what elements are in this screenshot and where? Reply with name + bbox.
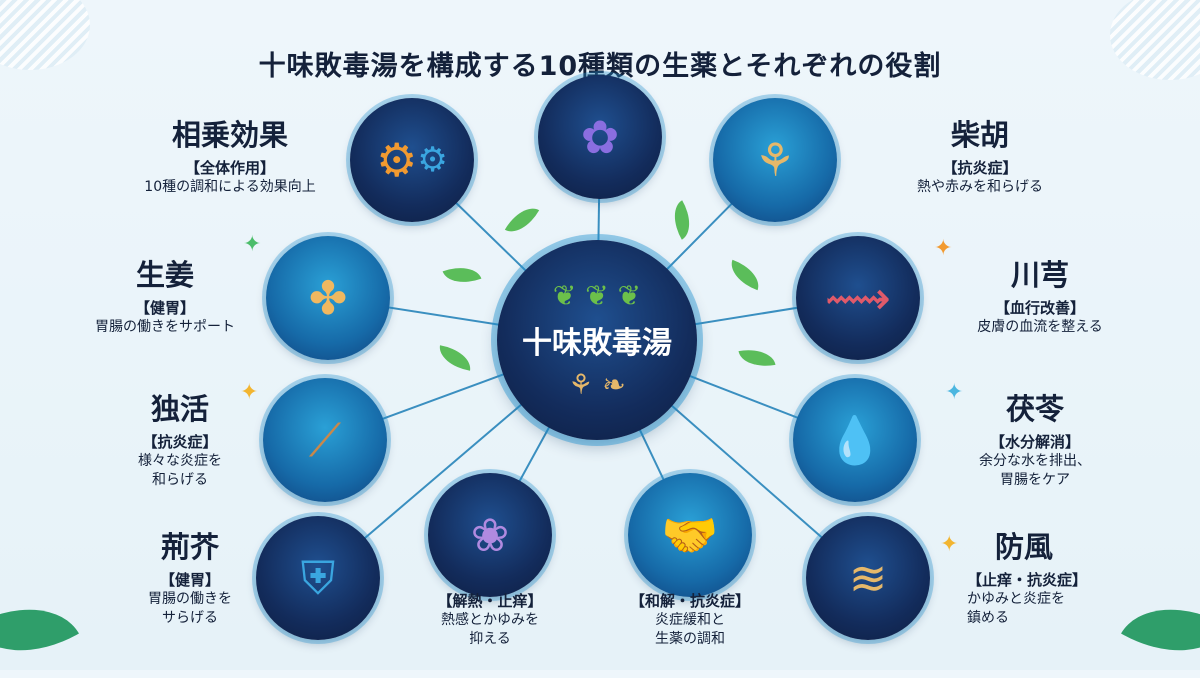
leaves-icon: ❦ ❦ ❦	[552, 279, 642, 312]
herb-role: 【健胃】	[134, 298, 195, 317]
herb-desc: 炎症緩和と	[655, 612, 725, 628]
bupleurum-root-icon: ⚘	[713, 98, 837, 222]
herb-desc: 余分な水を排出、	[979, 452, 1091, 469]
sparkle-icon: ✦	[940, 532, 959, 557]
node-label-shokyo: 生姜 【健胃】 胃腸の働きをサポート	[60, 258, 270, 337]
sparkle-icon: ✦	[240, 380, 259, 405]
herb-desc: 胃腸の働きをサポート	[95, 318, 235, 335]
herb-name: 相乗効果	[171, 118, 288, 152]
herb-desc: 様々な炎症を	[138, 452, 222, 469]
herb-name: 防風	[995, 530, 1054, 564]
herb-desc: 熱感とかゆみを	[441, 612, 539, 628]
herb-desc: かゆみと炎症を	[967, 590, 1065, 607]
center-formula: ❦ ❦ ❦ 十味敗毒湯 ⚘ ❧	[497, 240, 697, 440]
root-icon: ⚘ ❧	[568, 368, 626, 401]
sparkle-icon: ✦	[243, 232, 262, 257]
bellflower-root-icon: ✿	[538, 75, 662, 199]
node-label-bukuryo: 茯苓 【水分解消】 余分な水を排出、 胃腸をケア	[950, 392, 1120, 490]
node-label-sojo: 相乗効果 【全体作用】 10種の調和による効果向上	[110, 118, 350, 197]
herb-role: 【健胃】	[159, 570, 220, 589]
herb-desc: 鎮める	[967, 609, 1009, 626]
herb-role: 【解熱・止痒】	[437, 592, 543, 610]
herb-desc: 皮膚の血流を整える	[977, 318, 1103, 335]
herb-desc: 熱や赤みを和らげる	[917, 178, 1043, 195]
node-label-dokkatsu: 独活 【抗炎症】 様々な炎症を 和らげる	[100, 392, 260, 490]
gears-icon: ⚙⚙	[350, 98, 474, 222]
flowering-herb-shield-icon: ❀	[428, 473, 552, 597]
licorice-handshake-icon: 🤝	[628, 473, 752, 597]
root-wind-hand-icon: ≋	[806, 516, 930, 640]
herb-name: 荊芥	[160, 530, 219, 564]
herb-desc: 胃腸をケア	[1000, 471, 1070, 488]
herb-role: 【血行改善】	[994, 298, 1085, 317]
herb-desc: 抑える	[469, 630, 511, 647]
herb-desc: 和らげる	[152, 471, 208, 488]
herb-role: 【和解・抗炎症】	[629, 592, 750, 610]
root-shield-icon: ⛨	[256, 516, 380, 640]
node-label-bofu: 防風 【止痒・抗炎症】 かゆみと炎症を 鎮める	[955, 530, 1127, 628]
herb-role: 【抗炎症】	[142, 432, 218, 451]
node-label-keigai: 荊芥 【健胃】 胃腸の働きを サらげる	[110, 530, 270, 628]
center-name: 十味敗毒湯	[522, 326, 672, 361]
herb-desc: 10種の調和による効果向上	[144, 178, 316, 195]
herb-name: 茯苓	[1005, 392, 1064, 426]
sparkle-icon: ✦	[945, 380, 964, 405]
ginger-icon: ✤	[266, 236, 390, 360]
node-label-netsu: 【解熱・止痒】 熱感とかゆみを 抑える	[410, 586, 570, 649]
herb-desc: 胃腸の働きを	[148, 590, 232, 607]
herb-name: 生姜	[135, 258, 194, 292]
node-label-senkyu: 川芎 【血行改善】 皮膚の血流を整える	[935, 258, 1145, 337]
herb-name: 柴胡	[950, 118, 1009, 152]
blood-vessel-icon: ⟿	[796, 236, 920, 360]
node-label-wakai: 【和解・抗炎症】 炎症緩和と 生薬の調和	[610, 586, 770, 649]
herb-name: 独活	[150, 392, 209, 426]
herb-desc: 生薬の調和	[655, 630, 725, 647]
node-label-saiko: 柴胡 【抗炎症】 熱や赤みを和らげる	[880, 118, 1080, 197]
herb-name: 川芎	[1010, 258, 1069, 292]
herb-role: 【抗炎症】	[942, 158, 1018, 177]
herb-role: 【全体作用】	[184, 158, 275, 177]
root-muscle-icon: ⟋	[263, 378, 387, 502]
sparkle-icon: ✦	[934, 236, 953, 261]
mushroom-water-icon: 💧	[793, 378, 917, 502]
herb-role: 【水分解消】	[989, 432, 1080, 451]
herb-role: 【止痒・抗炎症】	[967, 570, 1088, 589]
herb-desc: サらげる	[162, 609, 218, 626]
